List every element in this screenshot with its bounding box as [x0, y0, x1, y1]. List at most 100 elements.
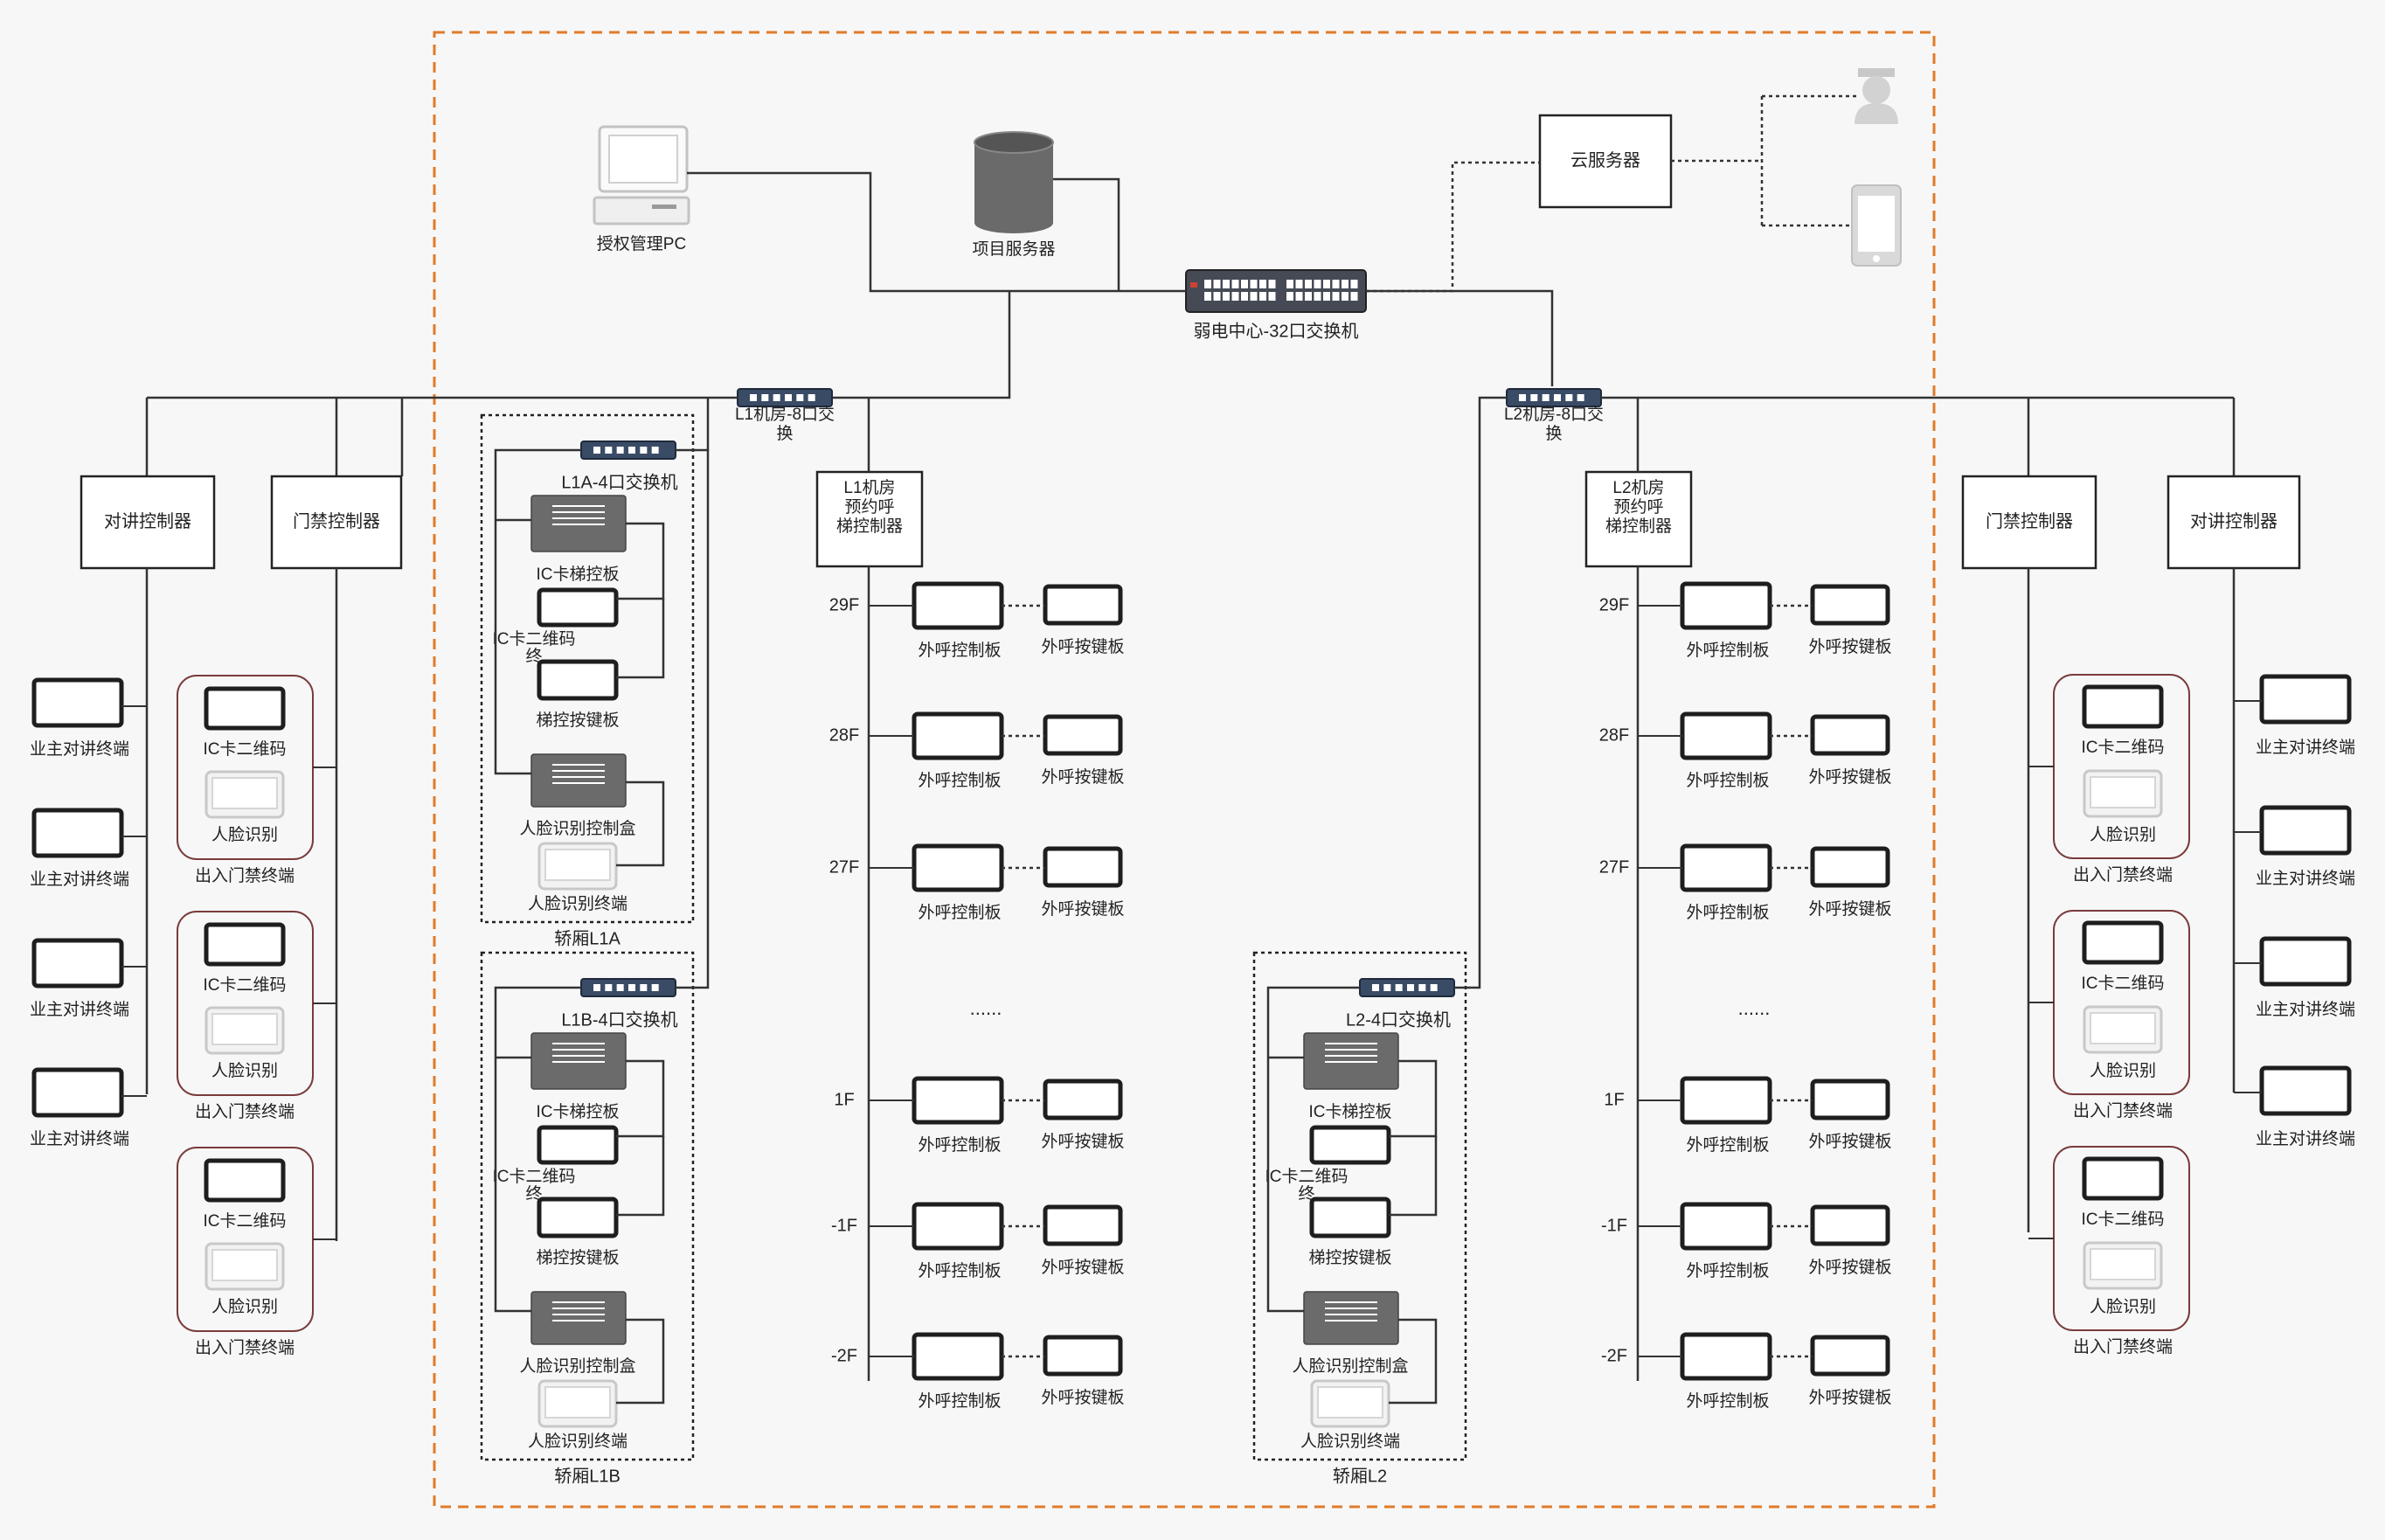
face-tablet-icon-screen [211, 1013, 278, 1045]
connector-line [1266, 986, 1360, 1313]
ic-qr-terminal-icon [1309, 1125, 1391, 1165]
label: 门禁控制器 [293, 511, 380, 531]
car-boundary [480, 951, 695, 1461]
port [1418, 984, 1426, 991]
core-switch-icon [1185, 269, 1367, 313]
owner-terminal-left-4 [31, 1067, 124, 1118]
connector-line [1053, 177, 1120, 291]
l1-stack-controller: L1机房预约呼梯控制器 [815, 470, 924, 568]
label: 梯控按键板 [1308, 1248, 1391, 1267]
label: 人脸识别 [211, 1297, 278, 1316]
floor-label: 27F [1599, 857, 1629, 877]
face-control-box-icon [530, 753, 627, 808]
label: 对讲控制器 [2190, 511, 2278, 531]
label: 人脸识别 [211, 825, 278, 844]
hall-call-board-icon-screen [1680, 581, 1772, 630]
hall-call-board-icon [1680, 1202, 1772, 1251]
ic-qr-reader-icon [204, 686, 286, 731]
connector-line [676, 450, 710, 989]
elevator-keypad-icon-screen [1309, 1197, 1391, 1238]
l1-machine-room-switch-icon [737, 388, 833, 407]
db-body [974, 142, 1053, 223]
port [750, 394, 757, 401]
port [761, 394, 769, 401]
car-name: 轿厢L1B [554, 1466, 621, 1486]
label: IC卡二维码 [2081, 1210, 2164, 1229]
hall-call-board-icon-screen [1680, 1332, 1772, 1381]
port [1430, 984, 1438, 991]
label: 梯控按键板 [536, 711, 619, 730]
port [593, 447, 600, 454]
label: 人脸识别 [2090, 825, 2156, 844]
connector-line [616, 1136, 665, 1217]
owner-terminal-left-1-screen [31, 677, 124, 728]
led [1190, 282, 1197, 288]
port [616, 984, 624, 991]
car-2: 轿厢L1BL1B-4口交换机IC卡梯控板IC卡二维码终梯控按键板人脸识别控制盒人… [480, 951, 695, 1486]
connector-line [1389, 1059, 1438, 1138]
label: 人脸识别控制盒 [1292, 1356, 1408, 1376]
car-name: 轿厢L1A [554, 928, 621, 948]
hall-call-keypad-label: 外呼按键板 [1808, 1388, 1891, 1407]
l2-stack-controller: L2机房预约呼梯控制器 [1584, 470, 1693, 568]
port [1241, 292, 1248, 301]
ic-qr-reader-icon-screen [2082, 1156, 2164, 1201]
port [640, 984, 648, 991]
port [1314, 280, 1321, 288]
port [1332, 292, 1340, 301]
hall-call-keypad-label: 外呼按键板 [1808, 767, 1891, 787]
connector-line [616, 522, 665, 600]
owner-terminal-label: 业主对讲终端 [30, 739, 129, 759]
car-switch-label: L1A-4口交换机 [561, 472, 677, 492]
label: IC卡二维码 [203, 975, 286, 995]
car-boundary [480, 413, 695, 924]
port [1332, 280, 1340, 288]
label: IC卡二维码 [203, 1211, 286, 1231]
system-boundary [433, 31, 1936, 1509]
hall-call-keypad-label: 外呼按键板 [1041, 1132, 1124, 1151]
hall-call-board-label: 外呼控制板 [918, 1135, 1001, 1155]
car-switch-icon [580, 978, 676, 997]
face-terminal-icon [537, 842, 618, 891]
face-tablet-icon-screen [2090, 776, 2156, 808]
ic-qr-reader-icon-screen [204, 1158, 286, 1203]
ic-qr-terminal-icon [537, 1125, 619, 1165]
hall-call-keypad-icon [1810, 1079, 1890, 1120]
label: IC卡二维码终 [1265, 1167, 1348, 1204]
port [1342, 280, 1348, 288]
label: IC卡二维码终 [492, 629, 575, 666]
face-terminal-icon-screen [1317, 1386, 1383, 1419]
ic-qr-terminal-icon-screen [1309, 1125, 1391, 1165]
port [1259, 292, 1266, 301]
connector-line [1366, 289, 1554, 386]
owner-terminal-label: 业主对讲终端 [30, 1129, 129, 1148]
hall-call-keypad-label: 外呼按键板 [1041, 1388, 1124, 1407]
hall-call-keypad-icon-screen [1810, 1079, 1890, 1120]
hall-call-keypad-label: 外呼按键板 [1808, 1132, 1891, 1151]
hall-call-keypad-icon-screen [1043, 1079, 1123, 1120]
cloud-server-box: 云服务器 [1538, 114, 1673, 209]
pc-base [593, 196, 690, 225]
port [808, 394, 815, 401]
ellipsis: ...... [1738, 997, 1771, 1019]
port [1342, 292, 1348, 301]
port [1350, 292, 1358, 301]
port [1223, 280, 1230, 288]
port [651, 984, 659, 991]
hall-call-keypad-label: 外呼按键板 [1808, 899, 1891, 919]
hall-call-board-label: 外呼控制板 [918, 1391, 1001, 1411]
owner-terminal-label: 业主对讲终端 [2256, 738, 2355, 757]
user-head [1862, 76, 1890, 104]
hall-call-keypad-icon-screen [1810, 1335, 1890, 1377]
database-icon [974, 131, 1054, 233]
hall-call-board-label: 外呼控制板 [1686, 903, 1769, 922]
owner-terminal-left-3 [31, 938, 124, 989]
label: 出入门禁终端 [2073, 1101, 2173, 1120]
ic-qr-terminal-icon-screen [537, 587, 619, 628]
user-body [1855, 103, 1898, 124]
auth-pc-label: 授权管理PC [597, 234, 686, 253]
hall-call-keypad-label: 外呼按键板 [1041, 1258, 1124, 1277]
